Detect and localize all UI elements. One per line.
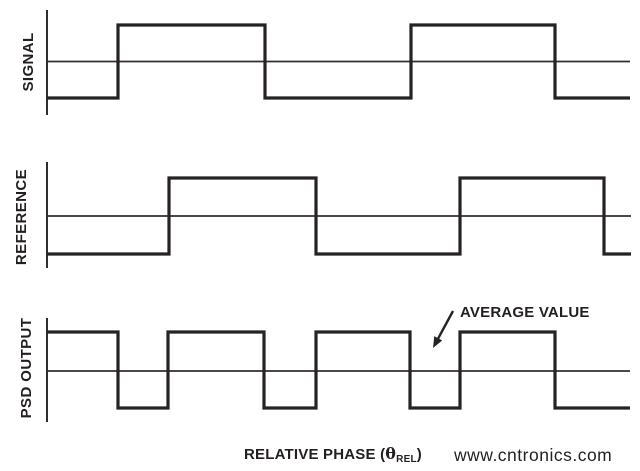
average-value-arrow-head <box>433 336 443 348</box>
waveform-reference <box>47 176 631 256</box>
watermark-text: www.cntronics.com <box>453 445 612 465</box>
theta-symbol: θ <box>385 444 396 463</box>
y-label-psd-output: PSD OUTPUT <box>18 318 35 419</box>
y-label-reference: REFERENCE <box>13 169 30 265</box>
wave-layer <box>46 10 631 422</box>
theta-subscript: REL <box>396 454 417 465</box>
average-value-arrow-line <box>435 310 455 343</box>
x-axis-label-prefix: RELATIVE PHASE ( <box>244 446 385 463</box>
x-axis-label-suffix: ) <box>417 446 422 463</box>
waveform-signal <box>47 23 630 100</box>
waveform-psd-output <box>47 330 630 410</box>
x-axis-label: RELATIVE PHASE (θREL) <box>244 444 422 465</box>
y-label-signal: SIGNAL <box>20 32 37 91</box>
average-value-label: AVERAGE VALUE <box>460 304 590 321</box>
